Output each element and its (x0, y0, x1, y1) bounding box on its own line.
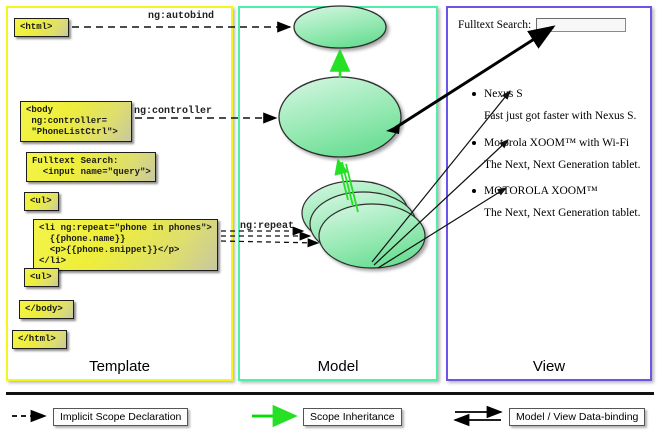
connector-label-ng-repeat: ng:repeat (240, 221, 295, 232)
legend-label-implicit-scope: Implicit Scope Declaration (53, 408, 189, 426)
legend-divider (6, 392, 654, 395)
list-item: Motorola XOOM™ with Wi-Fi The Next, Next… (470, 135, 648, 175)
list-item: Nexus S Fast just got faster with Nexus … (470, 86, 648, 126)
code-box-li-repeat: <li ng:repeat="phone in phones"> {{phone… (33, 219, 218, 271)
code-box-html-close: </html> (12, 330, 67, 349)
list-item-snippet: The Next, Next Generation tablet. (484, 158, 641, 171)
list-item: MOTOROLA XOOM™ The Next, Next Generation… (470, 183, 648, 223)
list-item-title: Motorola XOOM™ with Wi-Fi (484, 136, 630, 149)
column-label-model: Model (317, 358, 359, 375)
view-phone-list: Nexus S Fast just got faster with Nexus … (470, 86, 648, 227)
code-box-ul-open: <ul> (24, 192, 59, 211)
list-item-snippet: Fast just got faster with Nexus S. (484, 110, 637, 123)
bullet-icon (472, 92, 476, 96)
code-box-body-close: </body> (19, 300, 74, 319)
view-panel-content: Fulltext Search: Nexus S Fast just got f… (452, 12, 648, 372)
code-box-ul-close: <ul> (24, 268, 59, 287)
view-search-row: Fulltext Search: (458, 18, 627, 32)
bullet-icon (472, 189, 476, 193)
legend-icon-bidirectional-arrow (453, 405, 503, 427)
connector-label-ng-autobind: ng:autobind (148, 11, 215, 22)
column-label-template: Template (89, 358, 150, 375)
view-search-label: Fulltext Search: (458, 19, 532, 31)
column-model: Model (238, 6, 438, 381)
legend-label-data-binding: Model / View Data-binding (509, 408, 646, 426)
list-item-title: Nexus S (484, 88, 523, 100)
legend-label-scope-inheritance: Scope Inheritance (303, 408, 402, 426)
code-box-body-open: <body ng:controller= "PhoneListCtrl"> (20, 101, 132, 142)
view-search-input[interactable] (536, 18, 627, 32)
column-label-view: View (532, 358, 566, 375)
connector-label-ng-controller: ng:controller (134, 106, 213, 117)
list-item-snippet: The Next, Next Generation tablet. (484, 207, 641, 220)
code-box-html-open: <html> (14, 18, 69, 37)
code-box-search-markup: Fulltext Search: <input name="query"> (26, 152, 156, 182)
bullet-icon (472, 140, 476, 145)
list-item-title: MOTOROLA XOOM™ (484, 185, 598, 197)
